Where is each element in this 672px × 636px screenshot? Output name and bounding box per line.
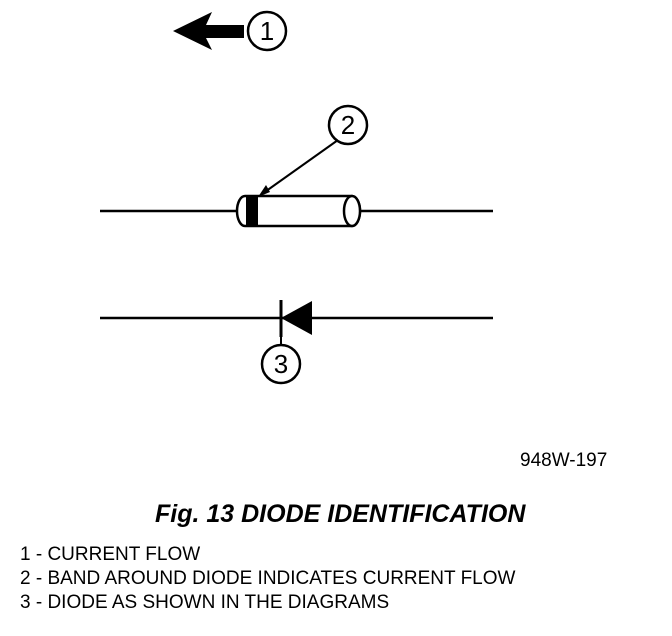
legend-list: 1 - CURRENT FLOW 2 - BAND AROUND DIODE I…: [20, 543, 515, 615]
callout-1: 1: [246, 10, 288, 52]
callout-2-label: 2: [341, 110, 355, 140]
callout-1-label: 1: [260, 16, 274, 46]
diode-diagram: 1 2 3: [100, 10, 493, 385]
callout-2: 2: [258, 104, 369, 197]
legend-item: 3 - DIODE AS SHOWN IN THE DIAGRAMS: [20, 592, 390, 613]
callout-3-label: 3: [274, 349, 288, 379]
current-flow-arrow: [173, 12, 244, 50]
legend-item: 2 - BAND AROUND DIODE INDICATES CURRENT …: [20, 568, 516, 589]
figure-caption: Fig. 13 DIODE IDENTIFICATION: [155, 500, 526, 528]
cathode-band: [246, 197, 258, 225]
callout-3: 3: [260, 337, 302, 385]
legend-item: 1 - CURRENT FLOW: [20, 544, 201, 565]
figure-code: 948W-197: [520, 450, 608, 471]
diode-symbol: [100, 300, 493, 337]
diode-component: [100, 194, 493, 228]
